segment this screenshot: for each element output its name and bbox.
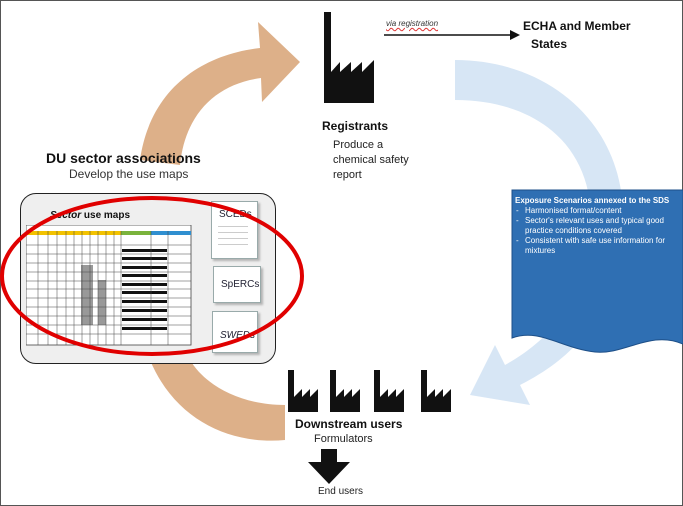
sector-title-suffix: use maps — [81, 210, 131, 221]
exposure-item: Sector's relevant uses and typical good … — [516, 216, 682, 236]
downstream-factories-icon — [288, 370, 451, 412]
exposure-scenarios-title: Exposure Scenarios annexed to the SDS — [515, 196, 670, 205]
registration-arrow-head — [510, 30, 520, 40]
use-map-table — [26, 225, 192, 346]
end-users-arrow — [308, 449, 350, 484]
via-registration-label: via registration — [386, 19, 439, 28]
registrants-subtitle: Produce a chemical safety report — [333, 139, 409, 181]
left-cycle-arrow-bottom — [150, 360, 285, 441]
sced-document: SCEDs — [211, 201, 258, 259]
sector-use-maps-title: Sector use maps — [50, 210, 130, 221]
registrants-title: Registrants — [322, 119, 389, 133]
sperc-document: SpERCs — [213, 266, 261, 303]
end-users-label: End users — [318, 486, 364, 497]
echa-label-line1: ECHA and Member — [523, 19, 631, 33]
sector-title-prefix: Sector — [50, 210, 82, 221]
du-sector-associations-title: DU sector associations — [46, 150, 201, 166]
exposure-item: Harmonised format/content — [516, 206, 682, 216]
exposure-scenarios-list: Harmonised format/content Sector's relev… — [515, 206, 682, 256]
swed-document: SWEDs — [212, 311, 258, 353]
registrant-factory-icon — [324, 12, 374, 103]
downstream-users-title: Downstream users — [295, 417, 403, 431]
sced-label: SCEDs — [219, 209, 252, 220]
sperc-label: SpERCs — [221, 279, 260, 290]
left-cycle-arrow-top — [140, 22, 300, 165]
exposure-item: Consistent with safe use information for… — [516, 236, 682, 256]
swed-label: SWEDs — [220, 330, 255, 341]
du-sector-associations-subtitle: Develop the use maps — [69, 167, 189, 181]
downstream-users-subtitle: Formulators — [314, 433, 373, 445]
echa-label-line2: States — [531, 37, 568, 51]
exposure-scenarios-text: Exposure Scenarios annexed to the SDS Ha… — [515, 196, 682, 256]
